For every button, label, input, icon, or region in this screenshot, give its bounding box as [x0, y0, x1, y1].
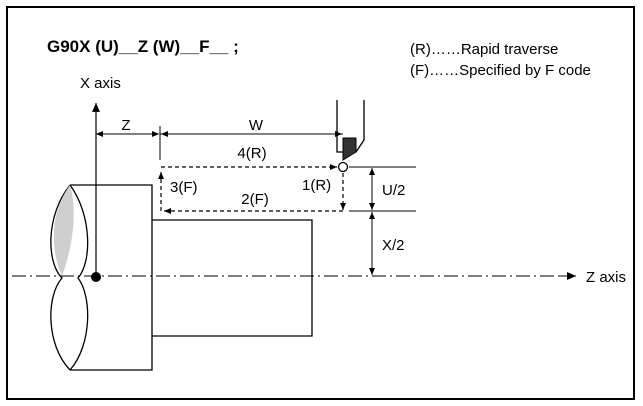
- path-1-label: 1(R): [302, 177, 331, 194]
- program-title: G90X (U)__Z (W)__F__ ;: [47, 37, 239, 56]
- legend-rapid: (R)……Rapid traverse: [410, 41, 558, 58]
- z-dimension-label: Z: [121, 117, 130, 134]
- w-dimension-label: W: [249, 117, 264, 134]
- x-dimension-label: X/2: [382, 237, 405, 254]
- path-4-label: 4(R): [237, 145, 266, 162]
- u-dimension-label: U/2: [382, 182, 405, 199]
- program-origin-point: [91, 272, 101, 282]
- workpiece-small-diameter: [152, 219, 313, 337]
- start-point: [337, 161, 349, 173]
- diagram-frame: [6, 6, 635, 400]
- tool-insert: [342, 137, 357, 161]
- workpiece-end-curve-outer: [50, 184, 71, 371]
- x-axis-label: X axis: [80, 75, 121, 92]
- legend-feed: (F)……Specified by F code: [410, 62, 591, 79]
- workpiece-end-shading: [53, 185, 74, 276]
- workpiece-end-curve-inner: [69, 184, 89, 371]
- path-3-label: 3(F): [170, 179, 198, 196]
- z-axis-label: Z axis: [586, 269, 626, 286]
- workpiece-large-diameter: [70, 184, 153, 371]
- path-2-label: 2(F): [241, 191, 269, 208]
